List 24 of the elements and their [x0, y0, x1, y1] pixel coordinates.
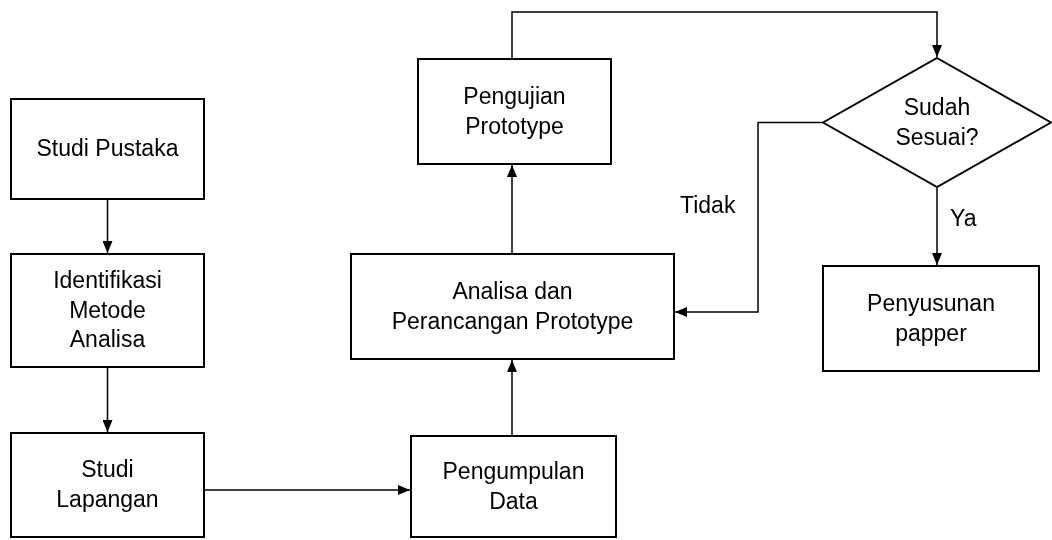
arrow	[932, 187, 942, 266]
node-label: Sudah Sesuai?	[894, 92, 980, 152]
node-label: Studi Pustaka	[36, 134, 179, 164]
process-box	[10, 432, 205, 538]
process-box	[410, 435, 617, 538]
arrow	[102, 367, 113, 433]
arrow	[102, 199, 113, 254]
process-box	[10, 253, 205, 368]
process-box	[417, 58, 612, 165]
process-box	[10, 98, 205, 200]
process-box	[822, 265, 1040, 372]
process-box	[350, 253, 675, 360]
arrow	[507, 164, 517, 254]
decision-diamond	[822, 57, 1052, 188]
node-label: Pengujian Prototype	[462, 81, 567, 141]
node-label: Penyusunan papper	[866, 288, 996, 348]
node-label: Pengumpulan Data	[441, 456, 586, 516]
node-label: Identifikasi Metode Analisa	[52, 265, 163, 355]
arrow	[507, 359, 517, 436]
node-label: Analisa dan Perancangan Prototype	[390, 276, 635, 336]
arrow	[674, 121, 823, 317]
arrow	[511, 11, 942, 59]
node-label: Studi Lapangan	[55, 455, 160, 514]
arrow	[204, 485, 411, 495]
